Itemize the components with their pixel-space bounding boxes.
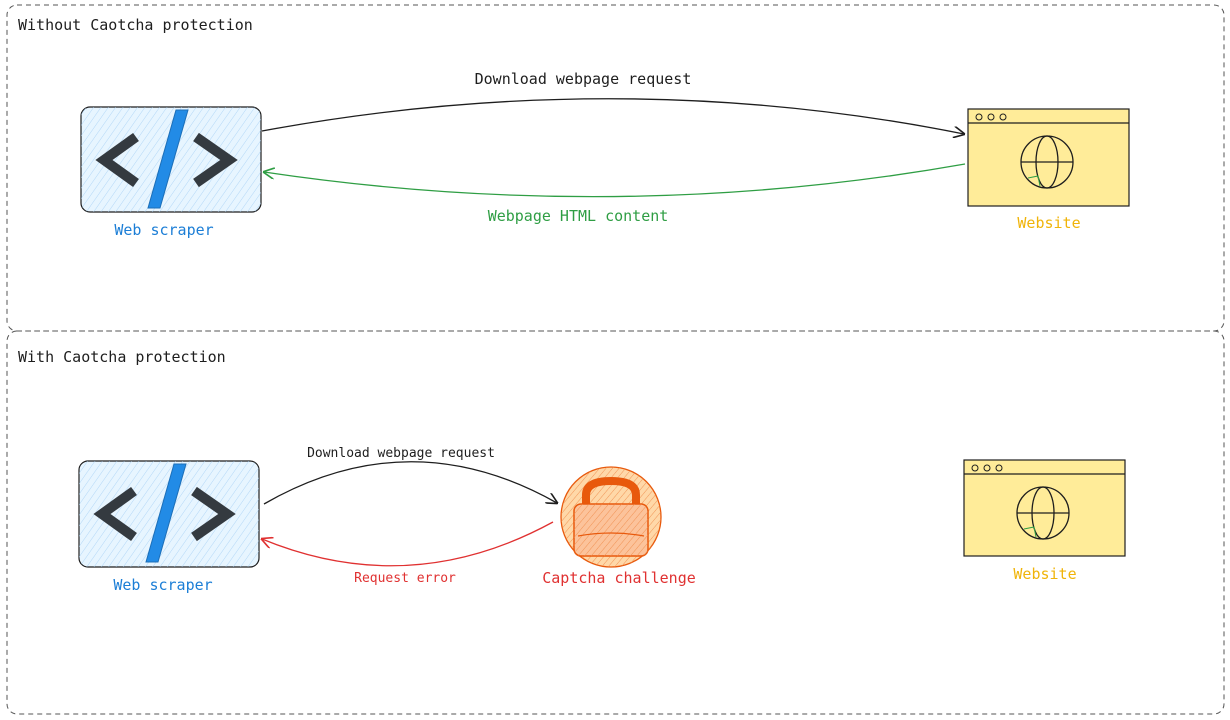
section-title-without: Without Caotcha protection (18, 16, 253, 34)
website-icon-bottom (963, 459, 1126, 557)
captcha-label: Captcha challenge (542, 569, 696, 587)
captcha-lock-icon (560, 466, 662, 568)
scraper-label-bottom: Web scraper (113, 576, 213, 594)
request-arrow-bottom (263, 461, 557, 505)
response-label-top: Webpage HTML content (487, 207, 669, 225)
globe-icon-top (1020, 135, 1074, 189)
request-label-top: Download webpage request (474, 70, 692, 88)
website-label-top: Website (1017, 214, 1081, 232)
web-scraper-icon-bottom (78, 460, 260, 568)
section-title-with: With Caotcha protection (18, 348, 226, 366)
scraper-label-top: Web scraper (114, 221, 214, 239)
web-scraper-icon-top (80, 106, 262, 213)
section-frame-without (6, 4, 1225, 332)
error-label-bottom: Request error (354, 571, 456, 586)
request-label-bottom: Download webpage request (307, 446, 495, 461)
website-label-bottom: Website (1013, 565, 1077, 583)
section-frame-with (6, 330, 1225, 715)
error-arrow-bottom (262, 521, 554, 567)
globe-icon-bottom (1016, 486, 1070, 540)
website-icon-top (967, 108, 1130, 207)
request-arrow-top (261, 98, 964, 134)
response-arrow-top (264, 163, 966, 198)
